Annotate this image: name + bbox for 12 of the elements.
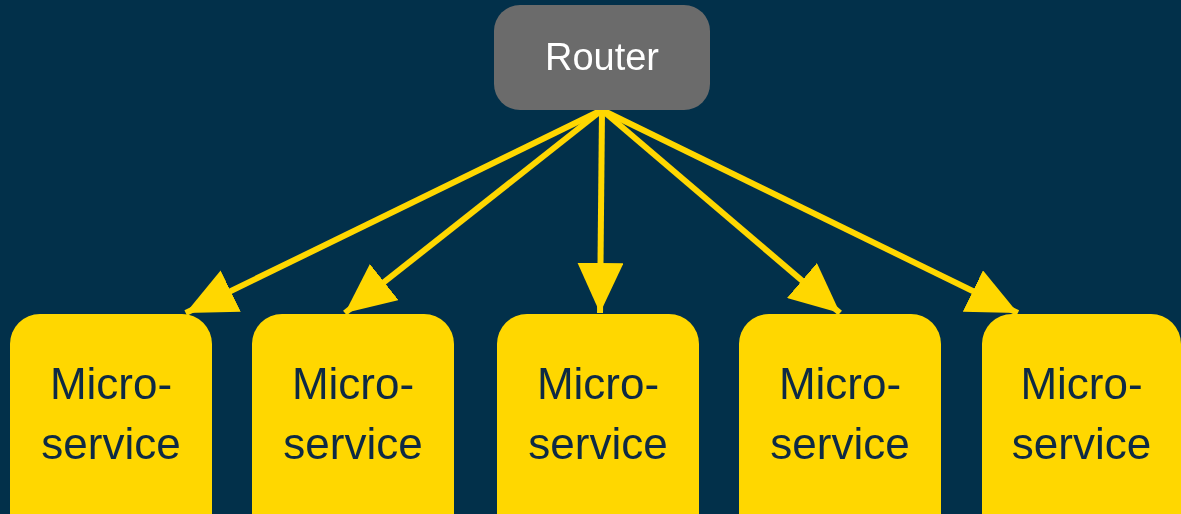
node-label: Router — [544, 36, 660, 79]
node-label: Micro- service — [40, 358, 182, 470]
node-label: Micro- service — [282, 358, 424, 470]
service-box — [739, 314, 941, 514]
node-label: Micro- service — [1010, 358, 1153, 470]
service-box — [497, 314, 699, 514]
node-label: Micro- service — [769, 358, 911, 470]
router-box — [494, 5, 710, 110]
node-label: Micro- service — [527, 358, 669, 470]
service-box — [252, 314, 454, 514]
service-box — [10, 314, 212, 514]
service-box — [982, 314, 1181, 514]
